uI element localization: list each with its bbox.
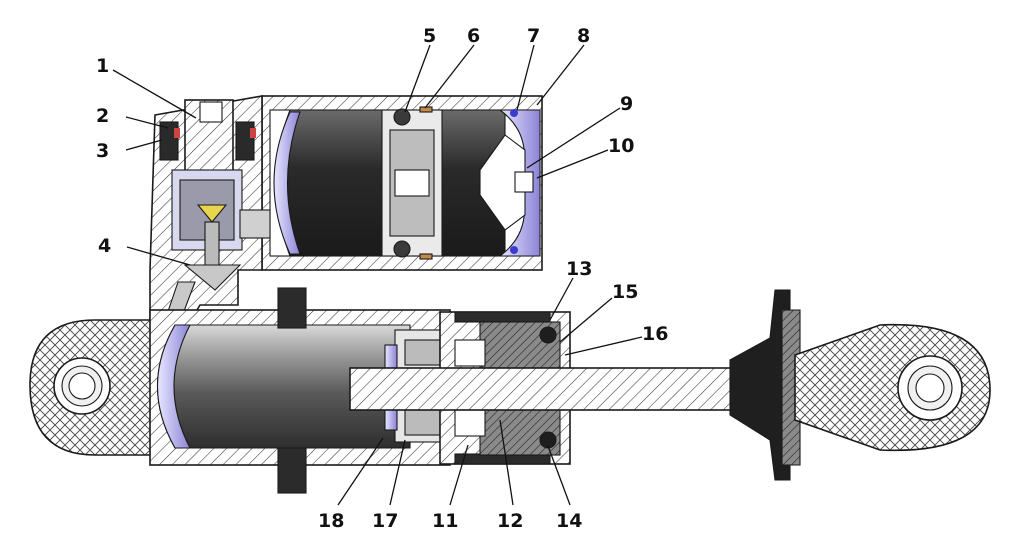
callout-11: 11	[432, 510, 458, 532]
callout-3: 3	[96, 140, 109, 162]
callout-18: 18	[318, 510, 344, 532]
callout-15: 15	[612, 281, 638, 303]
right-eye-mount	[794, 323, 991, 452]
left-eye-mount	[29, 319, 161, 456]
callout-7: 7	[527, 25, 540, 47]
bump-stop	[729, 289, 801, 481]
callout-5: 5	[423, 25, 436, 47]
callout-1: 1	[96, 55, 109, 77]
callout-8: 8	[577, 25, 590, 47]
callout-13: 13	[566, 258, 592, 280]
leader-lines	[112, 44, 643, 506]
floating-piston	[381, 106, 443, 260]
callout-labels: 1 2 3 4 5 6 7 8 9 10 13 15 16 18 17 11 1…	[96, 25, 668, 532]
valve-block	[149, 95, 271, 336]
callout-10: 10	[608, 135, 634, 157]
callout-16: 16	[642, 323, 668, 345]
callout-6: 6	[467, 25, 480, 47]
callout-12: 12	[497, 510, 523, 532]
callout-4: 4	[98, 235, 111, 257]
callout-14: 14	[556, 510, 582, 532]
reservoir-housing	[261, 95, 543, 271]
callout-2: 2	[96, 105, 109, 127]
callout-9: 9	[620, 93, 633, 115]
seal-head	[439, 311, 571, 465]
callout-17: 17	[372, 510, 398, 532]
